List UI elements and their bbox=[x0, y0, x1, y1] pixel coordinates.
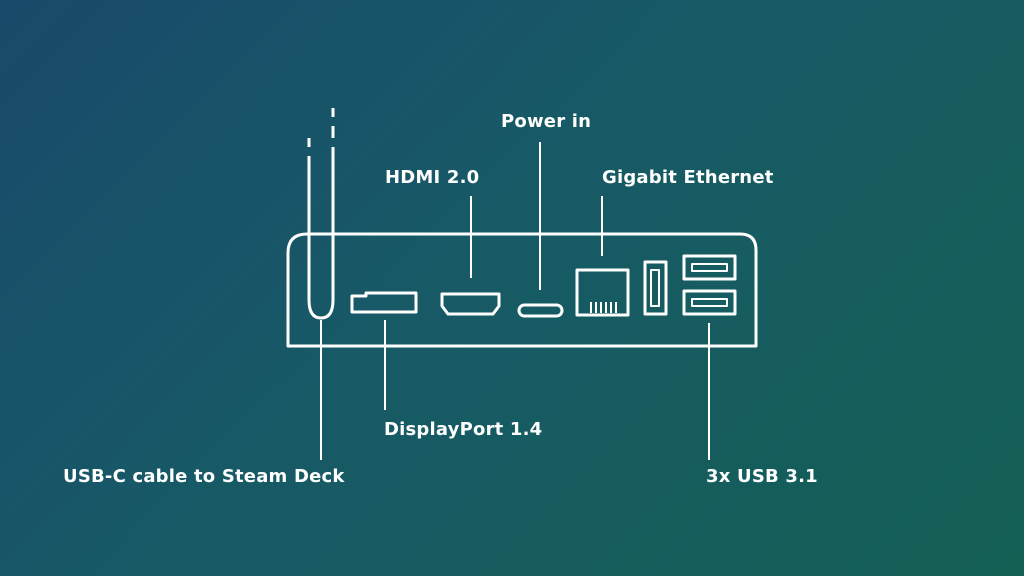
ethernet-port-icon bbox=[575, 268, 630, 317]
displayport-port-icon bbox=[350, 291, 418, 314]
hdmi-port-icon bbox=[440, 292, 501, 316]
usb-c-power-port-icon bbox=[517, 303, 564, 318]
usb-a-port-top-icon bbox=[682, 254, 737, 281]
usb-c-cable-icon bbox=[307, 108, 335, 320]
label-hdmi: HDMI 2.0 bbox=[385, 167, 480, 188]
usb-a-port-bottom-icon bbox=[682, 289, 737, 316]
dock-body bbox=[286, 232, 758, 348]
label-usb: 3x USB 3.1 bbox=[706, 466, 818, 487]
label-usb-c-cable: USB-C cable to Steam Deck bbox=[63, 466, 345, 487]
label-power-in: Power in bbox=[501, 111, 592, 132]
label-gigabit-ethernet: Gigabit Ethernet bbox=[602, 167, 774, 188]
usb-a-port-vertical-icon bbox=[643, 260, 668, 316]
label-displayport: DisplayPort 1.4 bbox=[384, 419, 543, 440]
